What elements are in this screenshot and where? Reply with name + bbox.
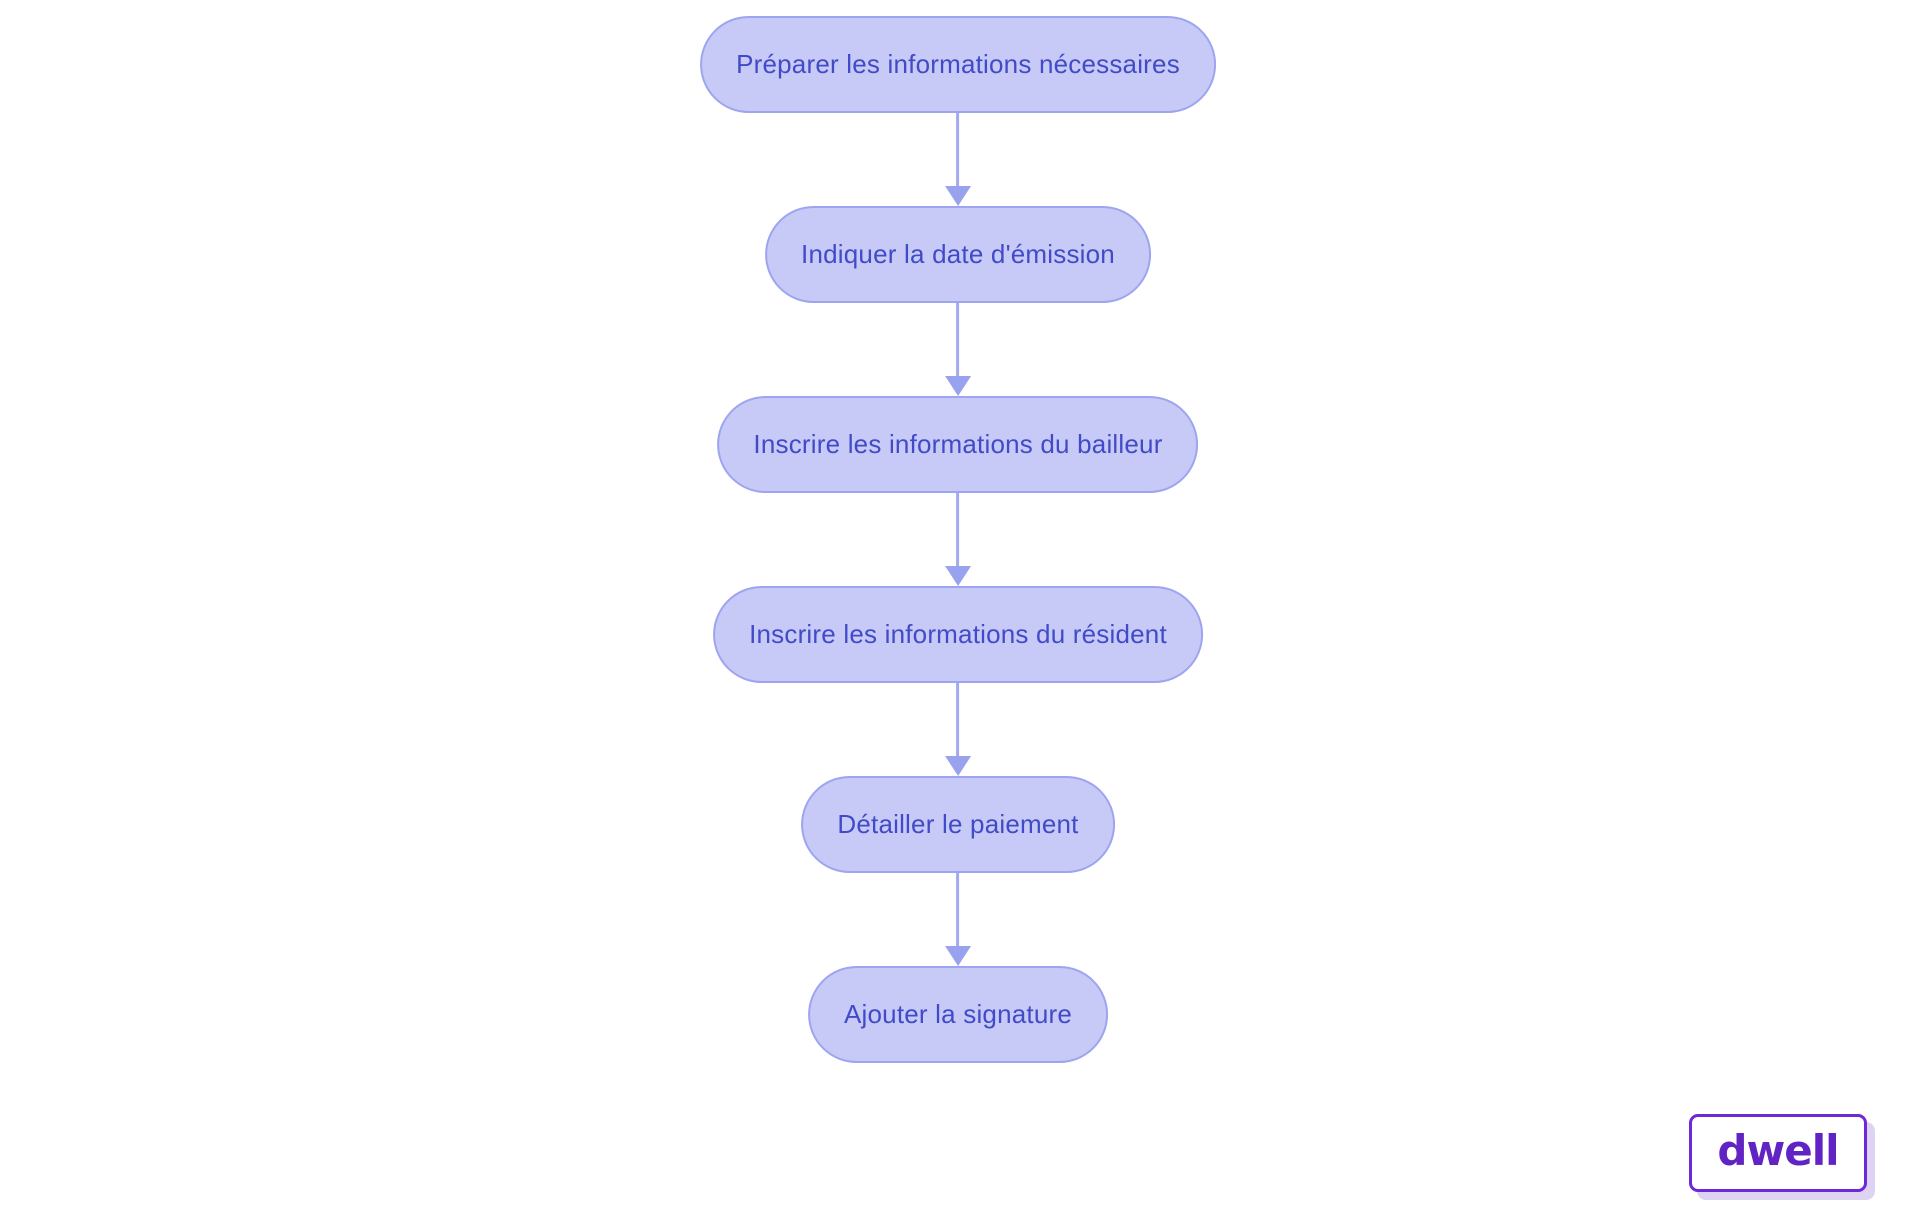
flow-node-ajouter-signature: Ajouter la signature xyxy=(807,966,1109,1063)
arrowhead-down-icon xyxy=(944,946,971,966)
connector-arrow-4 xyxy=(944,683,971,776)
flow-node-label: Inscrire les informations du bailleur xyxy=(753,429,1163,459)
flow-node-date-emission: Indiquer la date d'émission xyxy=(765,206,1151,303)
flow-node-label: Inscrire les informations du résident xyxy=(749,619,1167,649)
flow-node-label: Indiquer la date d'émission xyxy=(801,239,1115,269)
dwell-logo: dwell xyxy=(1689,1114,1867,1192)
dwell-logo-text: dwell xyxy=(1717,1126,1839,1175)
connector-arrow-1 xyxy=(944,113,971,206)
arrowhead-down-icon xyxy=(944,756,971,776)
arrowhead-down-icon xyxy=(944,566,971,586)
arrow-line xyxy=(956,303,960,377)
arrow-line xyxy=(956,113,960,187)
flow-node-label: Détailler le paiement xyxy=(837,809,1079,839)
arrow-line xyxy=(956,683,960,757)
connector-arrow-3 xyxy=(944,493,971,586)
connector-arrow-2 xyxy=(944,303,971,396)
arrow-line xyxy=(956,873,960,947)
flow-node-label: Ajouter la signature xyxy=(843,999,1073,1029)
flow-node-detailler-paiement: Détailler le paiement xyxy=(801,776,1115,873)
flow-node-prepare-informations: Préparer les informations nécessaires xyxy=(700,16,1216,113)
connector-arrow-5 xyxy=(944,873,971,966)
flowchart: Préparer les informations nécessaires In… xyxy=(700,16,1216,1063)
arrowhead-down-icon xyxy=(944,376,971,396)
flow-node-informations-resident: Inscrire les informations du résident xyxy=(713,586,1203,683)
flow-node-label: Préparer les informations nécessaires xyxy=(736,49,1180,79)
arrowhead-down-icon xyxy=(944,186,971,206)
arrow-line xyxy=(956,493,960,567)
flow-node-informations-bailleur: Inscrire les informations du bailleur xyxy=(717,396,1199,493)
